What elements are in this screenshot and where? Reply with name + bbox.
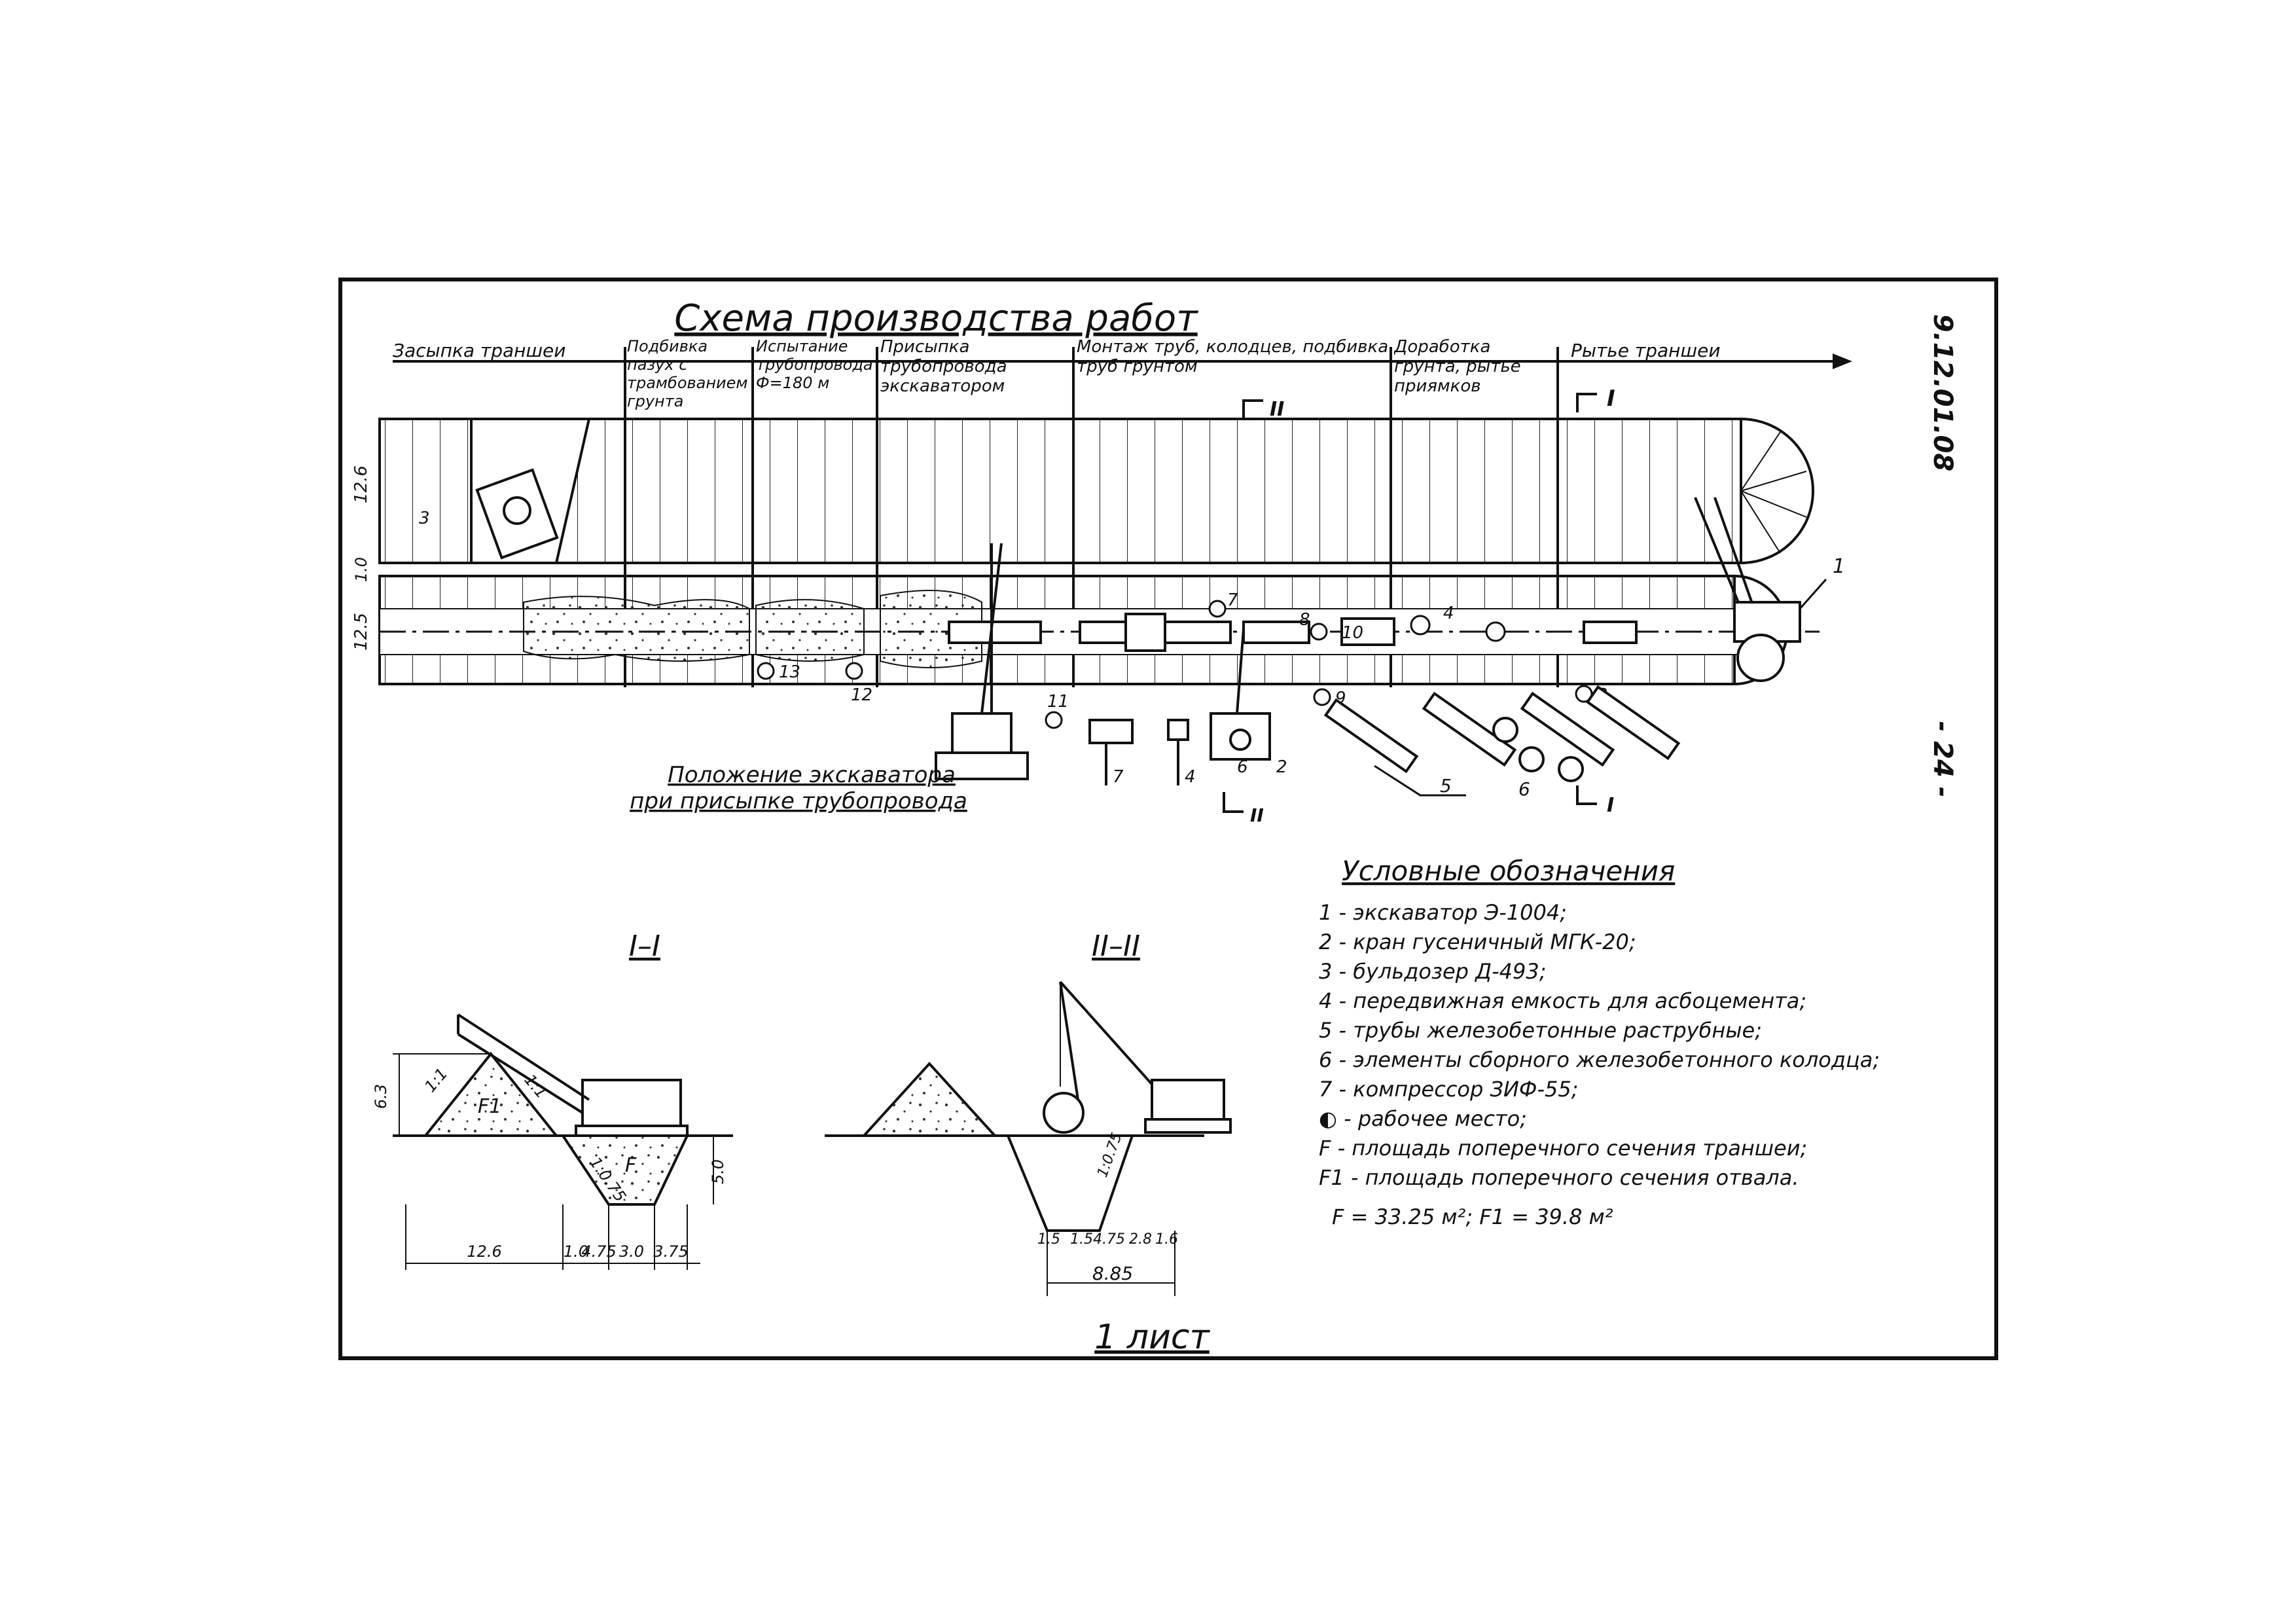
callout-6-rings: 6 <box>1518 778 1530 800</box>
callout-11: 11 <box>1047 692 1069 712</box>
svg-text:II: II <box>1270 398 1284 421</box>
section2-dim-d: 2.8 <box>1129 1231 1152 1248</box>
bulldozer <box>470 418 591 564</box>
svg-text:3 - бульдозер Д-493;: 3 - бульдозер Д-493; <box>1319 959 1547 984</box>
svg-text:F1 - площадь поперечного сечен: F1 - площадь поперечного сечения отвала. <box>1319 1165 1799 1190</box>
callout-13: 13 <box>779 662 800 682</box>
sheet-frame <box>338 278 1998 1360</box>
crane-plan-1 <box>935 543 1029 780</box>
svg-text:7 - компрессор ЗИФ-55;: 7 - компрессор ЗИФ-55; <box>1319 1077 1579 1102</box>
stage-label-digging: Рытье траншеи <box>1571 340 1721 361</box>
callout-6-crane: 6 <box>1237 757 1248 777</box>
callout-4-place: 4 <box>1443 604 1454 623</box>
excavator-plan <box>1694 497 1801 682</box>
crane-plan-2 <box>1210 628 1271 761</box>
section1-drawing <box>393 1013 733 1270</box>
section-marker-II-top: II <box>1242 398 1284 421</box>
pipeline <box>948 613 1638 652</box>
svg-text:5 - трубы железобетонные растр: 5 - трубы железобетонные раструбные; <box>1319 1018 1762 1043</box>
svg-text:◐ - рабочее место;: ◐ - рабочее место; <box>1319 1106 1527 1131</box>
svg-text:1 - экскаватор Э-1004;: 1 - экскаватор Э-1004; <box>1319 900 1567 925</box>
section1-dim-e: 3.75 <box>653 1242 688 1261</box>
page-number: - 24 - <box>1928 721 1958 798</box>
section1-dim-b: 1.0 <box>564 1242 588 1261</box>
excavator-position-title: Положение экскаватора <box>668 762 956 788</box>
backfill-soil <box>523 590 982 668</box>
stage-label-finishing: Доработка грунта, рытье приямков <box>1394 337 1521 396</box>
svg-text:2 - кран гусеничный МГК-20;: 2 - кран гусеничный МГК-20; <box>1319 929 1636 954</box>
diagram-title: Схема производства работ <box>674 297 1198 340</box>
section1-f: F <box>625 1154 637 1177</box>
callout-7-compressor: 7 <box>1113 767 1124 787</box>
work-places <box>757 600 1593 729</box>
dim-berm: 1.0 <box>352 557 370 582</box>
section1-depth: 5.0 <box>709 1159 727 1184</box>
callout-4-tank: 4 <box>1185 767 1196 787</box>
section1-dim-d: 3.0 <box>619 1242 644 1261</box>
excavator-position-subtitle: при присыпке трубопровода <box>630 788 967 814</box>
callout-2-crane: 2 <box>1276 757 1287 777</box>
spoil-bank-strip <box>378 418 1742 564</box>
callout-8: 8 <box>1299 610 1310 630</box>
callout-12: 12 <box>851 685 872 705</box>
callout-5-pipes: 5 <box>1440 775 1452 797</box>
section-marker-I-bottom: I <box>1576 785 1614 817</box>
section1-slope1: 1:1 <box>421 1064 451 1096</box>
svg-text:6 - элементы сборного железобе: 6 - элементы сборного железобетонного ко… <box>1319 1047 1880 1072</box>
callout-10: 10 <box>1342 623 1363 643</box>
sheet-label: 1 лист <box>1094 1318 1210 1357</box>
legend-title: Условные обозначения <box>1342 855 1675 887</box>
legend-items: 1 - экскаватор Э-1004; 2 - кран гусеничн… <box>1319 900 1880 1190</box>
dim-spoil-width: 12.6 <box>351 465 371 503</box>
section2-dim-c: 4.75 <box>1093 1231 1125 1248</box>
section1-dim-a: 12.6 <box>467 1242 501 1261</box>
well-rings <box>1492 717 1584 782</box>
section1-dim-c: 4.75 <box>581 1242 616 1261</box>
section-marker-II-bottom: II <box>1223 792 1264 826</box>
stage-label-mounting: Монтаж труб, колодцев, подбивка труб гру… <box>1077 337 1388 376</box>
document-code: 9.12.01.08 <box>1928 314 1958 471</box>
pipes-stack <box>1323 685 1681 774</box>
stage-label-backfill: Засыпка траншеи <box>393 340 565 361</box>
section2-title: II–II <box>1092 929 1140 963</box>
section1-height: 6.3 <box>372 1084 390 1109</box>
stage-label-tamping: Подбивка пазух с трамбованием грунта <box>627 337 748 410</box>
section-marker-I-top: I <box>1576 386 1615 412</box>
stage-label-covering: Присыпка трубопровода экскаватором <box>880 337 1007 396</box>
section2-total: 8.85 <box>1092 1263 1133 1284</box>
stage-label-testing: Испытание трубопровода Ф=180 м <box>756 337 873 392</box>
callout-1-excavator: 1 <box>1833 555 1845 578</box>
section1-title: I–I <box>629 929 660 963</box>
compressor-7 <box>1088 719 1134 785</box>
section2-drawing <box>825 981 1232 1296</box>
section2-dim-e: 1.6 <box>1155 1231 1178 1248</box>
dim-trench-width: 12.5 <box>351 613 371 651</box>
section1-f1: F1 <box>478 1095 501 1118</box>
svg-text:4 - передвижная емкость для ас: 4 - передвижная емкость для асбоцемента; <box>1319 988 1806 1013</box>
direction-arrowhead <box>1833 353 1852 369</box>
spoil-bank-end <box>1740 418 1814 564</box>
tank-4 <box>1167 719 1189 785</box>
callout-7: 7 <box>1227 590 1238 610</box>
svg-text:II: II <box>1250 804 1264 826</box>
svg-text:I: I <box>1607 386 1615 412</box>
callout-3-bulldozer: 3 <box>419 509 430 528</box>
section2-dim-a: 1.5 <box>1037 1231 1060 1248</box>
svg-text:F - площадь поперечного сечени: F - площадь поперечного сечения траншеи; <box>1319 1136 1807 1161</box>
svg-text:I: I <box>1607 794 1614 817</box>
legend-formula: F = 33.25 м²; F1 = 39.8 м² <box>1332 1204 1613 1229</box>
section2-dim-b: 1.5 <box>1070 1231 1093 1248</box>
